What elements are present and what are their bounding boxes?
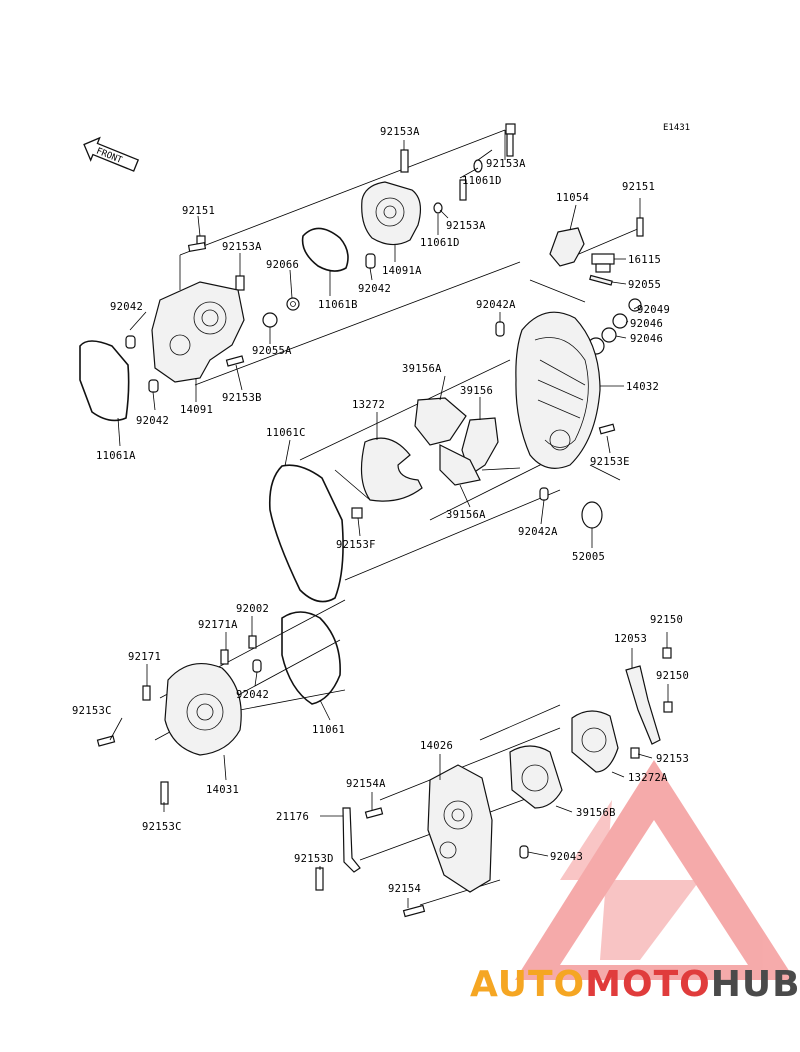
watermark-brand: AUTOMOTOHUB	[470, 964, 800, 1005]
rod-21176	[342, 807, 361, 873]
label-leaders-lower	[109, 616, 669, 908]
label-11061: 11061	[312, 724, 345, 736]
label-12053: 12053	[614, 633, 647, 645]
label-11061A: 11061A	[96, 450, 136, 462]
label-92042: 92042	[110, 301, 143, 313]
label-92046: 92046	[630, 318, 663, 330]
cover-14091A	[361, 181, 422, 246]
label-92153C: 92153C	[142, 821, 182, 833]
label-92153A: 92153A	[446, 220, 486, 232]
leader-lines-upper	[179, 129, 641, 581]
label-14091: 14091	[180, 404, 213, 416]
label-92154A: 92154A	[346, 778, 386, 790]
label-leaders	[117, 140, 642, 548]
label-39156: 39156	[460, 385, 493, 397]
brand-part-hub: HUB	[710, 964, 800, 1005]
label-11061D: 11061D	[420, 237, 460, 249]
plate-13272	[360, 437, 423, 502]
cover-39156B	[509, 745, 563, 809]
gasket-11061A	[79, 340, 130, 422]
label-11054: 11054	[556, 192, 589, 204]
cover-14031	[164, 662, 242, 756]
o-ring-92055	[589, 274, 613, 286]
bracket-11054	[549, 227, 585, 267]
label-13272: 13272	[352, 399, 385, 411]
label-92150: 92150	[656, 670, 689, 682]
label-21176: 21176	[276, 811, 309, 823]
label-16115: 16115	[628, 254, 661, 266]
label-92042: 92042	[358, 283, 391, 295]
gasket-11061	[281, 611, 341, 705]
label-92153A: 92153A	[380, 126, 420, 138]
label-92153E: 92153E	[590, 456, 630, 468]
pad-39156A-top	[414, 397, 467, 446]
cover-14026	[427, 764, 493, 893]
label-92153A: 92153A	[222, 241, 262, 253]
label-92055: 92055	[628, 279, 661, 291]
label-11061B: 11061B	[318, 299, 358, 311]
front-arrow-icon: FRONT	[83, 136, 140, 172]
brand-part-auto: AUTO	[470, 964, 586, 1005]
part-labels: 92153A 92153A 11061D 92153A 11061D 14091…	[72, 126, 689, 895]
label-92049: 92049	[637, 304, 670, 316]
label-92151: 92151	[622, 181, 655, 193]
label-92042A: 92042A	[476, 299, 516, 311]
label-92153C: 92153C	[72, 705, 112, 717]
label-92154: 92154	[388, 883, 421, 895]
label-92151: 92151	[182, 205, 215, 217]
label-92153B: 92153B	[222, 392, 262, 404]
label-92043: 92043	[550, 851, 583, 863]
label-92046: 92046	[630, 333, 663, 345]
label-92002: 92002	[236, 603, 269, 615]
label-39156A: 39156A	[446, 509, 486, 521]
bolt-icon	[315, 647, 673, 918]
label-92042A: 92042A	[518, 526, 558, 538]
label-13272A: 13272A	[628, 772, 668, 784]
diagram-code: E1431	[663, 123, 690, 133]
label-52005: 52005	[572, 551, 605, 563]
plug-16115	[591, 253, 615, 273]
label-11061C: 11061C	[266, 427, 306, 439]
label-92171: 92171	[128, 651, 161, 663]
label-14031: 14031	[206, 784, 239, 796]
label-14091A: 14091A	[382, 265, 422, 277]
label-92171A: 92171A	[198, 619, 238, 631]
label-92150: 92150	[650, 614, 683, 626]
label-92153F: 92153F	[336, 539, 376, 551]
dowel-pin-icon	[125, 253, 549, 859]
label-11061D: 11061D	[462, 175, 502, 187]
label-92055A: 92055A	[252, 345, 292, 357]
housing-14091	[151, 281, 245, 383]
label-92153A: 92153A	[486, 158, 526, 170]
label-92066: 92066	[266, 259, 299, 271]
bracket-12053	[625, 665, 661, 745]
label-92153: 92153	[656, 753, 689, 765]
label-14026: 14026	[420, 740, 453, 752]
brand-part-moto: MOTO	[585, 964, 711, 1005]
plate-13272A	[571, 710, 619, 773]
nut-92153F	[351, 507, 363, 519]
gasket-11061B	[301, 227, 349, 272]
label-39156B: 39156B	[576, 807, 616, 819]
watermark-logo-icon	[515, 760, 795, 980]
label-14032: 14032	[626, 381, 659, 393]
bolt-icon	[96, 635, 257, 805]
gasket-11061C	[268, 464, 344, 603]
label-39156A: 39156A	[402, 363, 442, 375]
label-92153D: 92153D	[294, 853, 334, 865]
label-92042: 92042	[236, 689, 269, 701]
label-92042: 92042	[136, 415, 169, 427]
pad-39156A-bottom	[439, 444, 481, 486]
clutch-cover-14032	[515, 311, 601, 469]
